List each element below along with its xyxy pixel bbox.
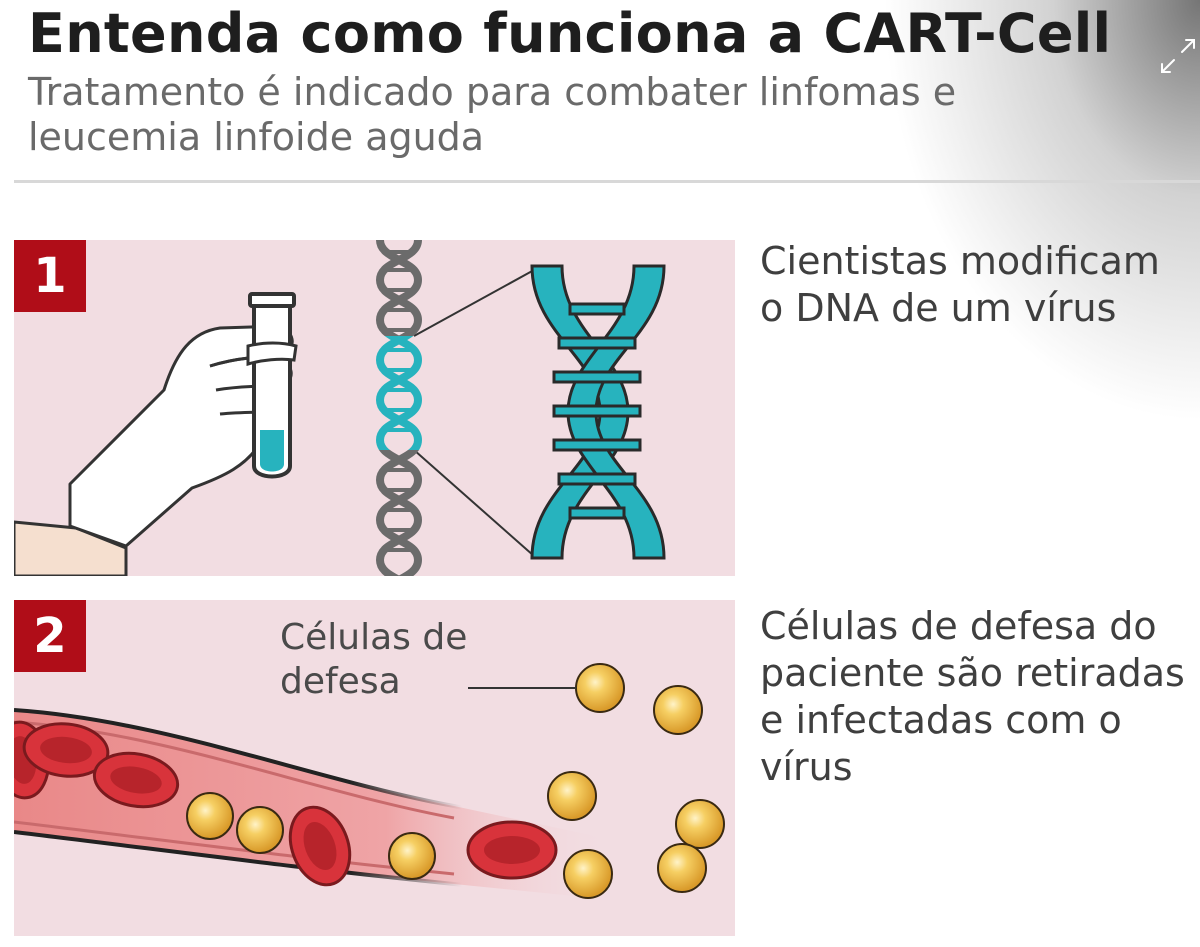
step-1-panel: 1 [14, 240, 735, 576]
step-2-badge: 2 [14, 600, 86, 672]
step-1-badge: 1 [14, 240, 86, 312]
glove-hand-icon [14, 324, 294, 576]
test-tube-icon [209, 292, 298, 479]
page-title: Entenda como funciona a CART-Cell [28, 2, 1112, 65]
step-2-panel: 2 Células de defesa [14, 600, 735, 936]
dna-strand-icon [375, 240, 423, 576]
step-1-illustration [14, 240, 666, 576]
expand-icon[interactable] [1158, 36, 1198, 76]
defense-cell-icon [186, 663, 725, 899]
red-blood-cell-icon [14, 720, 558, 887]
page-subtitle: Tratamento é indicado para combater linf… [28, 70, 957, 159]
header-divider [14, 180, 1200, 183]
defense-cells-label: Células de defesa [280, 617, 468, 702]
step-2-illustration [14, 663, 725, 900]
step-1-description: Cientistas modificam o DNA de um vírus [760, 239, 1160, 330]
dna-zoom-icon [530, 264, 666, 560]
step-2-description: Células de defesa do paciente são retira… [760, 604, 1185, 789]
